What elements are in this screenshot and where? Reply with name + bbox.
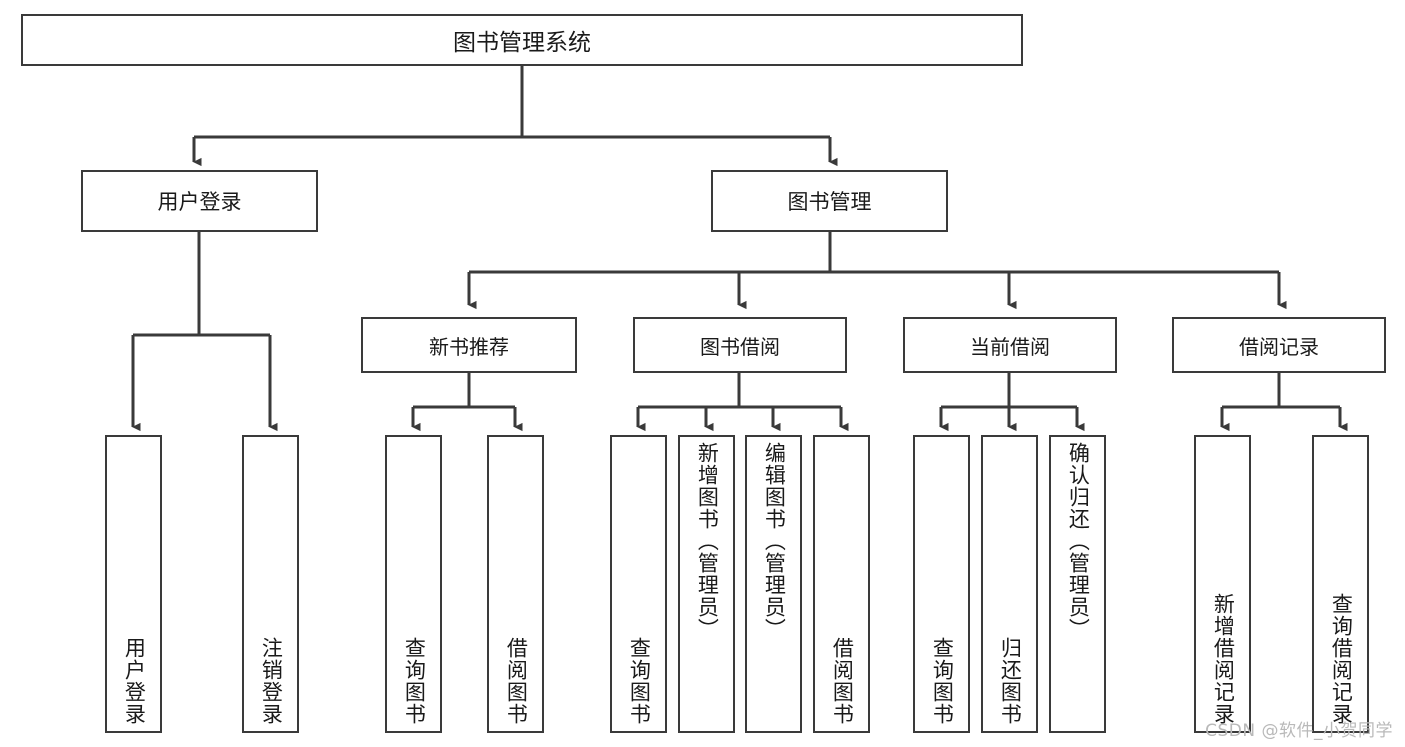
node-book-management-system[interactable]: 图书管理系统 bbox=[21, 14, 1023, 66]
node-label: 编辑图书（管理员） bbox=[762, 442, 787, 640]
node-label: 用户登录 bbox=[122, 637, 147, 725]
node-label: 图书管理 bbox=[787, 190, 872, 214]
node-borrow-record[interactable]: 借阅记录 bbox=[1172, 317, 1386, 373]
node-query-borrow-record[interactable]: 查询借阅记录 bbox=[1312, 435, 1369, 733]
node-new-book-recommend[interactable]: 新书推荐 bbox=[361, 317, 577, 373]
node-current-borrow[interactable]: 当前借阅 bbox=[903, 317, 1117, 373]
node-book-management[interactable]: 图书管理 bbox=[711, 170, 948, 232]
node-query-book-2[interactable]: 查询图书 bbox=[610, 435, 667, 733]
watermark: CSDN @软件_小贺同学 bbox=[1205, 721, 1393, 741]
node-edit-book-admin[interactable]: 编辑图书（管理员） bbox=[745, 435, 802, 733]
node-label: 当前借阅 bbox=[970, 334, 1050, 359]
node-label: 图书借阅 bbox=[700, 334, 780, 359]
node-label: 确认归还（管理员） bbox=[1066, 442, 1091, 640]
node-label: 图书管理系统 bbox=[453, 30, 591, 56]
node-borrow-book-1[interactable]: 借阅图书 bbox=[487, 435, 544, 733]
node-label: 借阅记录 bbox=[1239, 334, 1319, 359]
node-book-borrow[interactable]: 图书借阅 bbox=[633, 317, 847, 373]
node-label: 查询图书 bbox=[627, 637, 652, 725]
node-add-book-admin[interactable]: 新增图书（管理员） bbox=[678, 435, 735, 733]
node-label: 借阅图书 bbox=[830, 637, 855, 725]
node-label: 新增图书（管理员） bbox=[695, 442, 720, 640]
node-return-book[interactable]: 归还图书 bbox=[981, 435, 1038, 733]
node-label: 查询图书 bbox=[402, 637, 427, 725]
node-user-logout-leaf[interactable]: 注销登录 bbox=[242, 435, 299, 733]
node-label: 注销登录 bbox=[259, 637, 284, 725]
node-user-login-leaf[interactable]: 用户登录 bbox=[105, 435, 162, 733]
node-label: 新书推荐 bbox=[429, 334, 509, 359]
node-borrow-book-2[interactable]: 借阅图书 bbox=[813, 435, 870, 733]
node-query-book-3[interactable]: 查询图书 bbox=[913, 435, 970, 733]
node-label: 查询图书 bbox=[930, 637, 955, 725]
node-user-login[interactable]: 用户登录 bbox=[81, 170, 318, 232]
node-label: 用户登录 bbox=[157, 190, 242, 214]
node-label: 归还图书 bbox=[998, 637, 1023, 725]
node-add-borrow-record[interactable]: 新增借阅记录 bbox=[1194, 435, 1251, 733]
node-label: 查询借阅记录 bbox=[1329, 593, 1354, 725]
node-query-book-1[interactable]: 查询图书 bbox=[385, 435, 442, 733]
node-confirm-return-admin[interactable]: 确认归还（管理员） bbox=[1049, 435, 1106, 733]
node-label: 新增借阅记录 bbox=[1211, 593, 1236, 725]
node-label: 借阅图书 bbox=[504, 637, 529, 725]
